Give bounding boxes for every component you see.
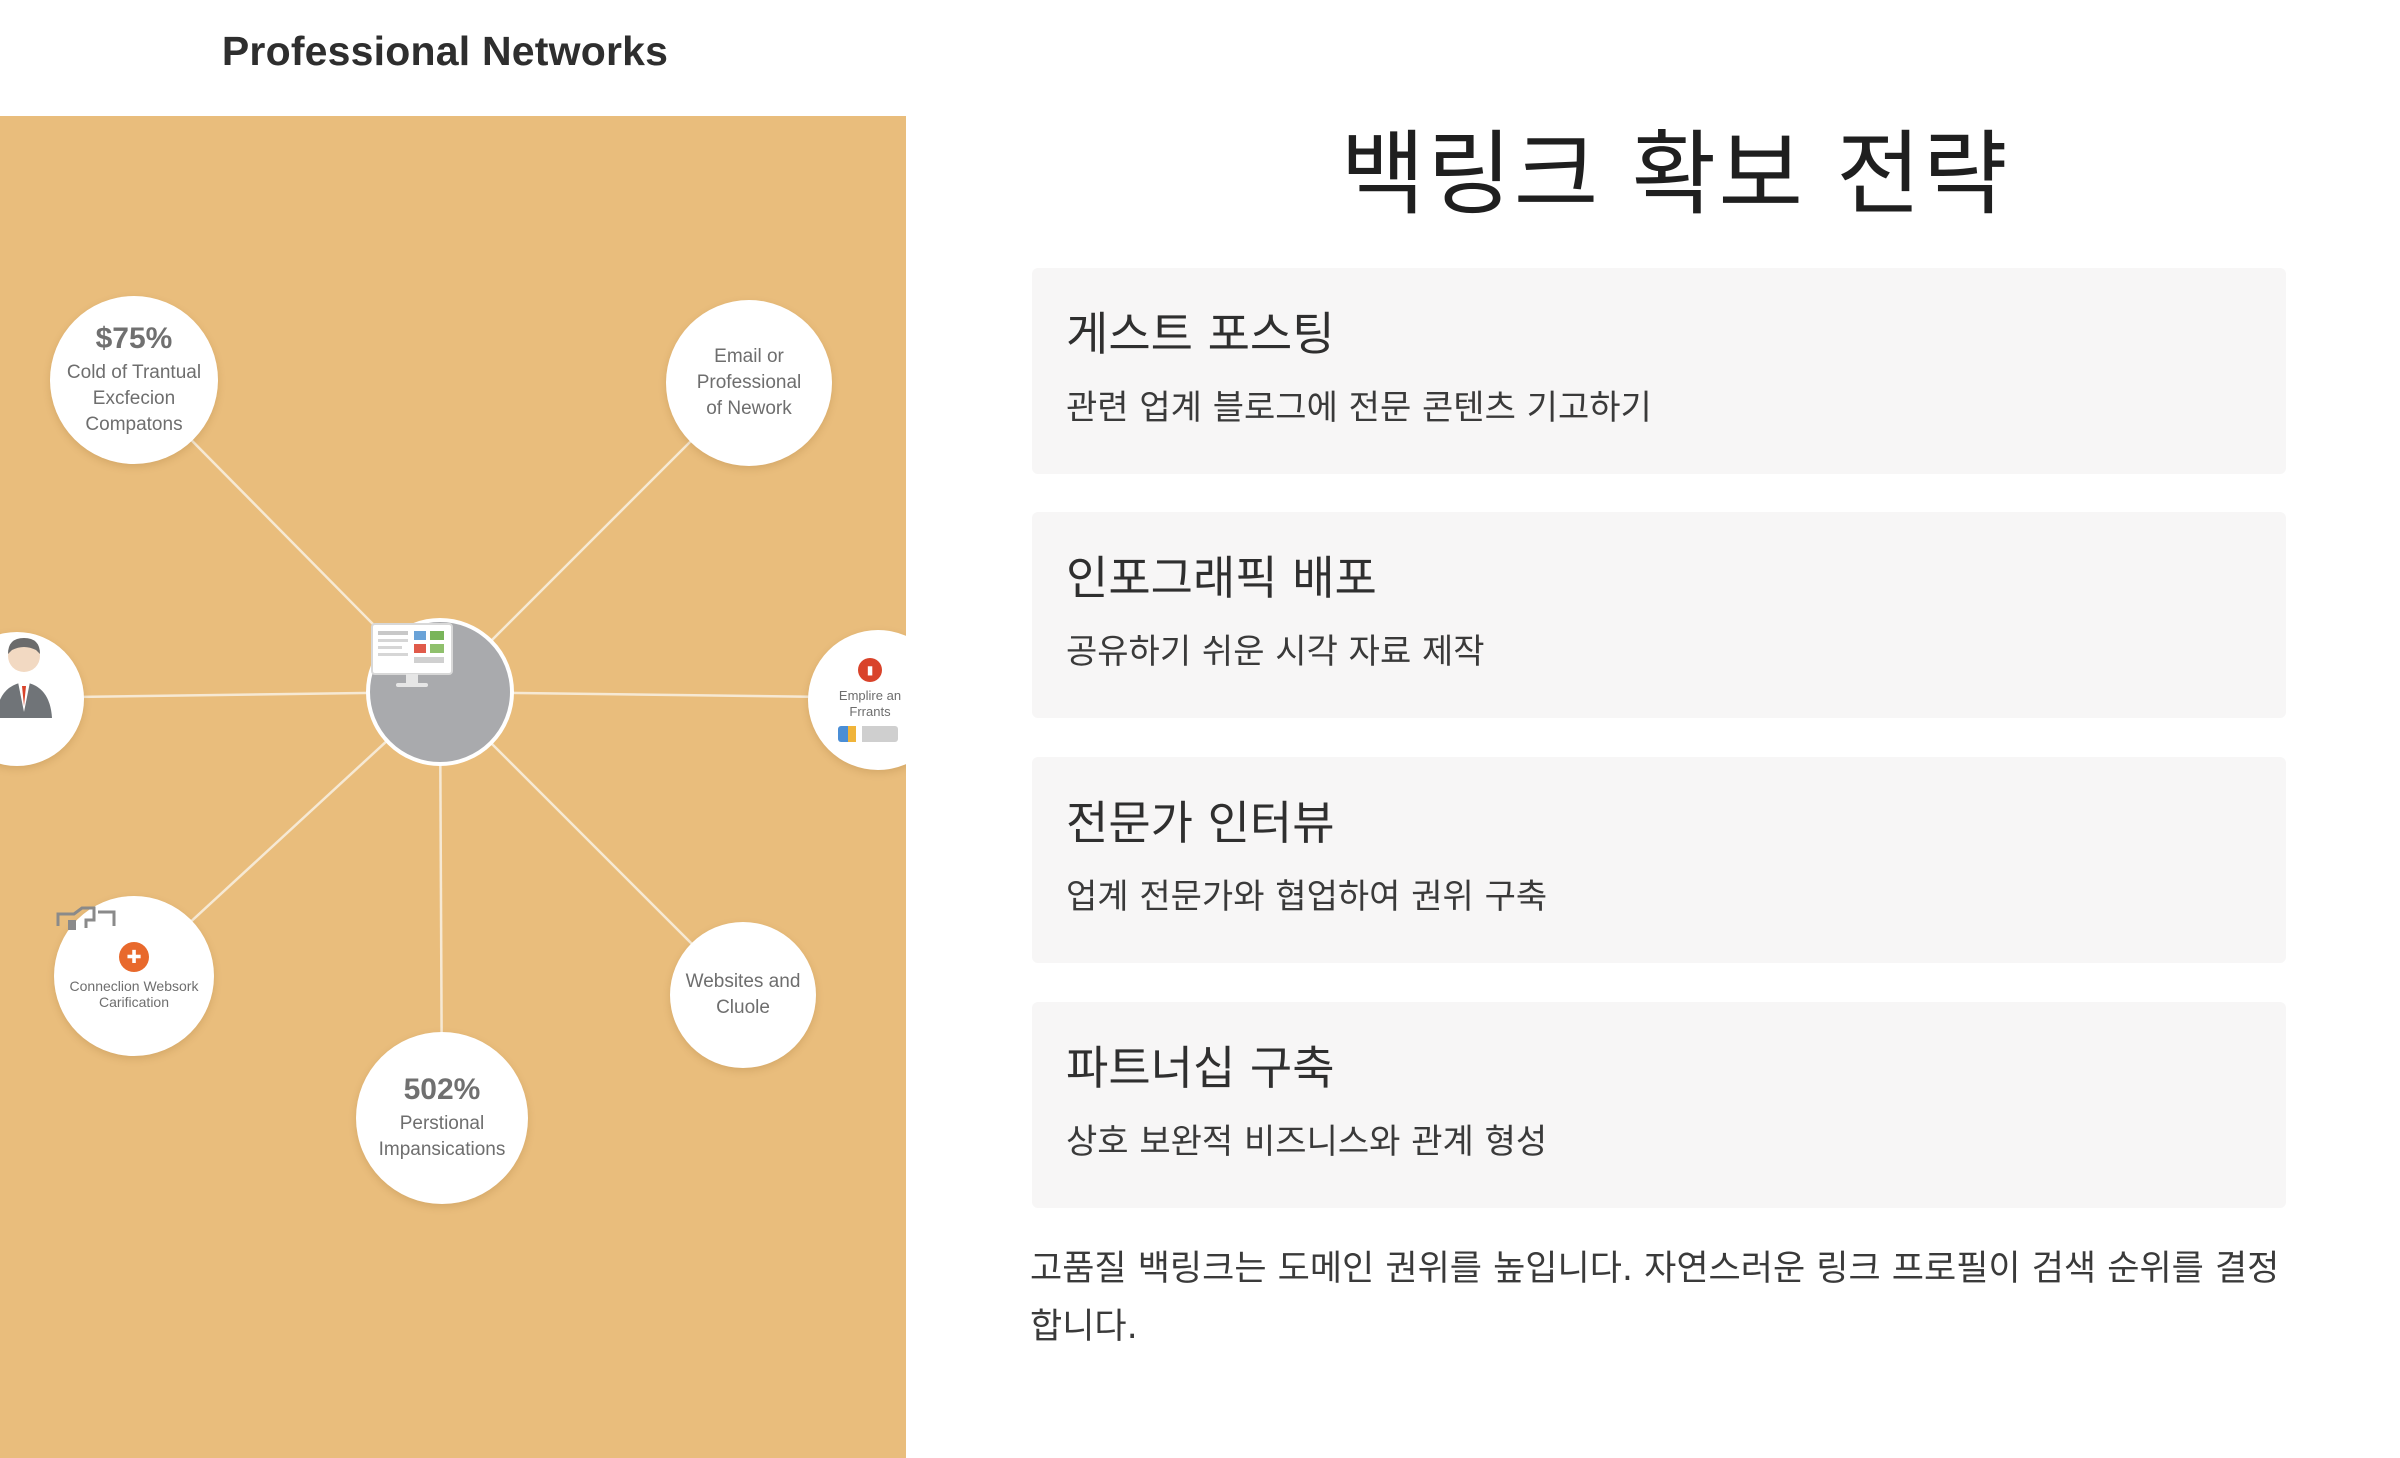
card-title: 파트너십 구축 bbox=[1066, 1041, 1335, 1095]
card-title: 전문가 인터뷰 bbox=[1066, 796, 1335, 850]
network-illustration: $75% Cold of Trantual Excfecion Compaton… bbox=[0, 116, 906, 1458]
node-label: Conneclion Websork Carification bbox=[69, 978, 199, 1010]
card-title: 게스트 포스팅 bbox=[1066, 307, 1335, 361]
stat-value: $75% bbox=[95, 322, 173, 355]
page-title: 백링크 확보 전략 bbox=[1340, 121, 2010, 228]
puzzle-icon: ✚ bbox=[119, 942, 149, 972]
node-label: Websites and Cluole bbox=[685, 971, 801, 1018]
handshake-icon bbox=[56, 906, 116, 930]
stat-label: Cold of Trantual Excfecion Compatons bbox=[66, 362, 202, 435]
stat-node-personal: 502% Perstional Impansications bbox=[356, 1032, 528, 1204]
card-title: 인포그래픽 배포 bbox=[1066, 551, 1377, 605]
badge-icon: ▮ bbox=[858, 658, 882, 682]
person-avatar-icon bbox=[0, 638, 52, 718]
stat-node-cost: $75% Cold of Trantual Excfecion Compaton… bbox=[50, 296, 218, 464]
chart-mini-icon bbox=[838, 726, 898, 742]
network-hub bbox=[366, 618, 514, 766]
strategy-card-guest-posting: 게스트 포스팅 관련 업계 블로그에 전문 콘텐츠 기고하기 bbox=[1032, 268, 2286, 474]
card-description: 업계 전문가와 협업하여 권위 구축 bbox=[1066, 877, 1548, 917]
strategy-card-infographic: 인포그래픽 배포 공유하기 쉬운 시각 자료 제작 bbox=[1032, 512, 2286, 718]
card-description: 상호 보완적 비즈니스와 관계 형성 bbox=[1066, 1122, 1548, 1162]
card-description: 공유하기 쉬운 시각 자료 제작 bbox=[1066, 632, 1485, 672]
strategy-card-expert-interview: 전문가 인터뷰 업계 전문가와 협업하여 권위 구축 bbox=[1032, 757, 2286, 963]
node-websites: Websites and Cluole bbox=[670, 922, 816, 1068]
stat-value: 502% bbox=[403, 1073, 481, 1106]
strategy-card-partnership: 파트너십 구축 상호 보완적 비즈니스와 관계 형성 bbox=[1032, 1002, 2286, 1208]
node-connection-website: ✚ Conneclion Websork Carification bbox=[54, 896, 214, 1056]
node-label: Email or Professional of Nework bbox=[696, 346, 802, 419]
stat-label: Perstional Impansications bbox=[378, 1113, 506, 1160]
node-email-network: Email or Professional of Nework bbox=[666, 300, 832, 466]
summary-text: 고품질 백링크는 도메인 권위를 높입니다. 자연스러운 링크 프로필이 검색 … bbox=[1030, 1249, 2280, 1347]
illustration-title: Professional Networks bbox=[221, 28, 669, 74]
monitor-icon bbox=[371, 623, 453, 687]
node-label: Emplire an Frrants bbox=[838, 688, 902, 719]
card-description: 관련 업계 블로그에 전문 콘텐츠 기고하기 bbox=[1066, 388, 1652, 428]
